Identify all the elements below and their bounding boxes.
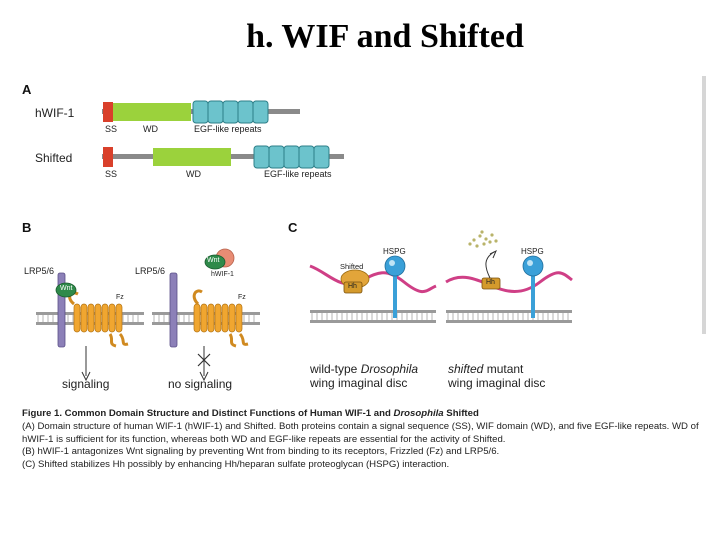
hwif1-egf-repeat <box>237 100 254 124</box>
lrp-label-left: LRP5/6 <box>24 266 55 276</box>
hwif1-domain-bar <box>102 100 300 124</box>
hwif1-egf-repeat <box>207 100 224 124</box>
shifted-ss-domain <box>103 147 113 167</box>
hspg-label-right: HSPG <box>521 247 544 256</box>
hwif1-egf-repeat <box>252 100 269 124</box>
wildtype-line1: wild-type Drosophila <box>310 362 419 376</box>
wnt-ligand-left <box>55 282 77 298</box>
mutant-line2: wing imaginal disc <box>448 376 546 390</box>
lrp-receptor-right <box>169 272 178 348</box>
hh-label-left: Hh <box>348 283 357 290</box>
row-hwif1-label: hWIF-1 <box>35 106 75 120</box>
shifted-wd-domain <box>153 148 231 166</box>
block-cross-icon <box>197 353 211 367</box>
slide-edge-bar <box>702 76 706 334</box>
figure-graphics <box>36 100 573 382</box>
hwif1-egf-repeat <box>222 100 239 124</box>
caption-b: (B) hWIF-1 antagonizes Wnt signaling by … <box>22 446 500 458</box>
shifted-egf-repeat <box>253 145 270 169</box>
hwif1-wd-domain <box>113 103 191 121</box>
shifted-domain-bar <box>102 145 344 169</box>
signaling-label: signaling <box>62 377 110 391</box>
shifted-label-c: Shifted <box>340 262 364 271</box>
caption-title: Figure 1. Common Domain Structure and Di… <box>22 408 479 419</box>
fz-label-right: Fz <box>238 294 246 301</box>
shifted-egf-repeat <box>313 145 330 169</box>
panel-a-letter: A <box>22 82 32 97</box>
hh-ligand-right <box>481 277 501 290</box>
wildtype-line2: wing imaginal disc <box>310 376 408 390</box>
row-shifted-label: Shifted <box>35 151 73 165</box>
shifted-ss-label: SS <box>105 169 118 179</box>
hh-label-right: Hh <box>486 279 495 286</box>
hwif1-label-b: hWIF-1 <box>211 271 234 278</box>
caption-c: (C) Shifted stabilizes Hh possibly by en… <box>22 459 450 471</box>
wnt-label-left: Wnt <box>60 285 73 292</box>
shifted-wd-label: WD <box>186 169 201 179</box>
caption-a: (A) Domain structure of human WIF-1 (hWI… <box>22 420 699 445</box>
fz-label-left: Fz <box>116 294 124 301</box>
hwif1-ss-label: SS <box>105 124 118 134</box>
slide-title: h. WIF and Shifted <box>246 18 524 55</box>
hwif1-egf-repeat <box>192 100 209 124</box>
shifted-egf-label: EGF-like repeats <box>264 169 332 179</box>
hspg-label-left: HSPG <box>383 247 406 256</box>
panel-c-letter: C <box>288 220 298 235</box>
matrix-curve-left <box>309 264 437 293</box>
hspg-right <box>522 255 544 318</box>
no-signaling-label: no signaling <box>168 377 233 391</box>
hh-ligand-left <box>343 281 363 294</box>
shifted-egf-repeat <box>298 145 315 169</box>
signaling-arrow-head <box>81 371 91 382</box>
diffusion-arrow-head <box>489 249 497 259</box>
shifted-egf-repeat <box>283 145 300 169</box>
hwif1-wd-label: WD <box>143 124 158 134</box>
membrane-c-left <box>310 310 436 323</box>
shifted-egf-repeat <box>268 145 285 169</box>
wnt-label-right: Wnt <box>207 257 220 264</box>
matrix-curve-right <box>445 271 573 293</box>
frizzled-right <box>192 289 249 348</box>
hspg-left <box>384 255 406 318</box>
lrp-label-right: LRP5/6 <box>135 266 166 276</box>
hwif1-ss-domain <box>103 102 113 122</box>
wnt-ligand-right <box>204 254 226 270</box>
frizzled-left <box>68 291 129 348</box>
panel-b-letter: B <box>22 220 32 235</box>
figure: A hWIF-1 Shifted <box>22 76 706 486</box>
diffusion-arrow <box>485 251 495 279</box>
degraded-hh-dots <box>468 230 498 248</box>
mutant-line1: shifted mutant <box>448 362 524 376</box>
membrane-c-right <box>446 310 572 323</box>
no-signaling-arrow-head <box>199 371 209 382</box>
figure-caption: Figure 1. Common Domain Structure and Di… <box>22 408 706 472</box>
hwif1-egf-label: EGF-like repeats <box>194 124 262 134</box>
